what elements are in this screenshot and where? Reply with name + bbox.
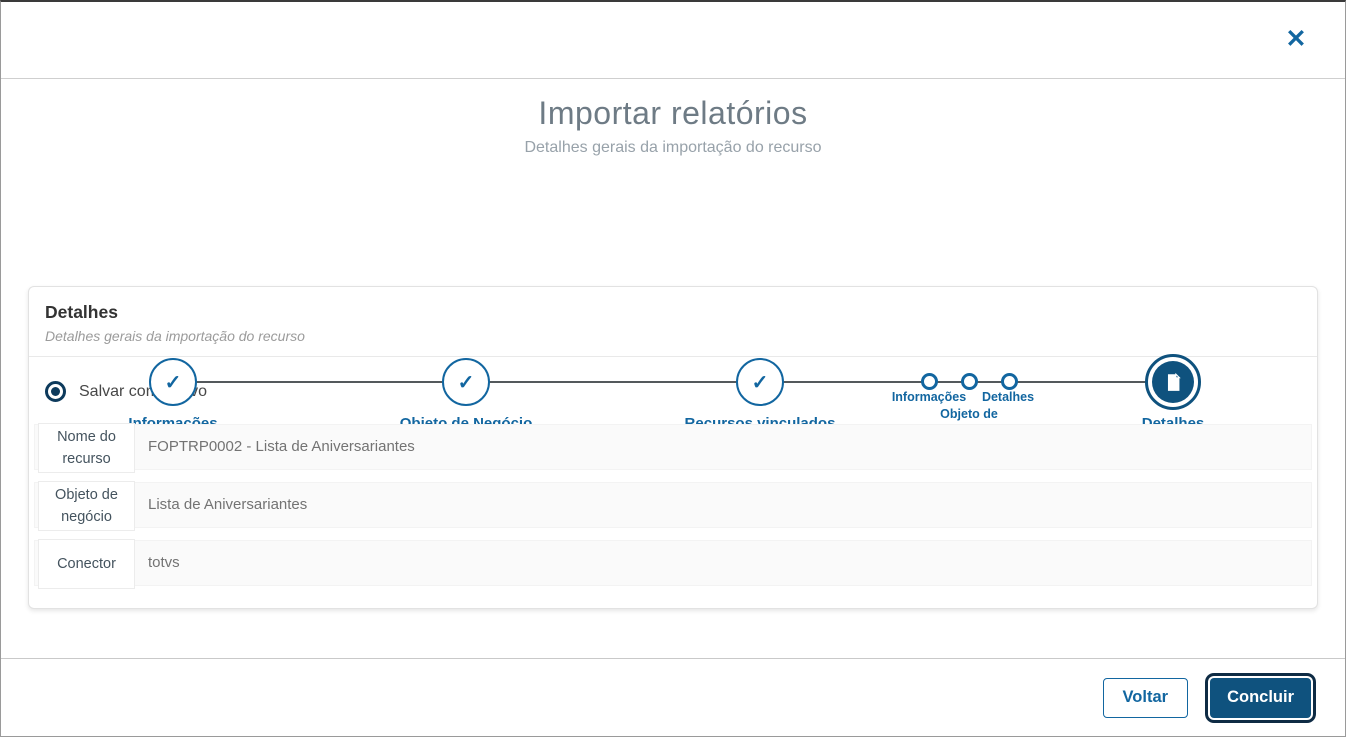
stepper-connector-line bbox=[173, 381, 1173, 383]
substep-objeto-de-negocio-circle[interactable] bbox=[961, 373, 978, 390]
substep-detalhes-circle[interactable] bbox=[1001, 373, 1018, 390]
radio-selected-icon bbox=[45, 381, 66, 402]
close-icon[interactable]: ✕ bbox=[1281, 24, 1311, 54]
field-value: totvs bbox=[148, 554, 180, 571]
modal-topbar: ✕ bbox=[1, 2, 1345, 79]
back-button[interactable]: Voltar bbox=[1102, 677, 1189, 718]
step-informacoes-circle[interactable]: ✓ bbox=[149, 358, 197, 406]
modal-heading: Importar relatórios Detalhes gerais da i… bbox=[1, 79, 1345, 157]
substep-informacoes-circle[interactable] bbox=[921, 373, 938, 390]
modal-footer: Voltar Concluir bbox=[1, 658, 1345, 736]
field-objeto-de-negocio[interactable]: Objeto de negócio Lista de Aniversariant… bbox=[34, 481, 1312, 531]
check-icon: ✓ bbox=[751, 371, 769, 394]
page-subtitle: Detalhes gerais da importação do recurso bbox=[524, 139, 822, 156]
step-detalhes-active-circle[interactable] bbox=[1145, 354, 1201, 410]
field-nome-do-recurso[interactable]: Nome do recurso FOPTRP0002 - Lista de An… bbox=[34, 423, 1312, 473]
page-title: Importar relatórios bbox=[538, 95, 808, 131]
step-recursos-vinculados-circle[interactable]: ✓ bbox=[736, 358, 784, 406]
substep-label-detalhes: Detalhes bbox=[981, 390, 1035, 404]
step-objeto-de-negocio-circle[interactable]: ✓ bbox=[442, 358, 490, 406]
check-icon: ✓ bbox=[164, 371, 182, 394]
field-conector[interactable]: Conector totvs bbox=[34, 539, 1312, 589]
document-icon bbox=[1152, 361, 1194, 403]
substep-label-informacoes: Informações bbox=[891, 390, 967, 404]
card-title: Detalhes bbox=[45, 302, 118, 322]
card-subtitle: Detalhes gerais da importação do recurso bbox=[45, 328, 305, 344]
details-card-header: Detalhes Detalhes gerais da importação d… bbox=[29, 287, 1317, 357]
radio-salvar-como-novo[interactable]: Salvar como novo bbox=[29, 357, 1317, 424]
details-card: Detalhes Detalhes gerais da importação d… bbox=[28, 286, 1318, 609]
field-value: FOPTRP0002 - Lista de Aniversariantes bbox=[148, 438, 415, 455]
field-value: Lista de Aniversariantes bbox=[148, 496, 308, 513]
wizard-stepper: ✓ ✓ ✓ Informações Objeto de Negócio Recu… bbox=[1, 178, 1345, 437]
finish-button[interactable]: Concluir bbox=[1210, 677, 1311, 718]
check-icon: ✓ bbox=[457, 371, 475, 394]
field-label: Objeto de negócio bbox=[38, 481, 135, 531]
field-label: Nome do recurso bbox=[38, 423, 135, 473]
fields-group: Nome do recurso FOPTRP0002 - Lista de An… bbox=[29, 423, 1317, 589]
field-label: Conector bbox=[38, 539, 135, 589]
